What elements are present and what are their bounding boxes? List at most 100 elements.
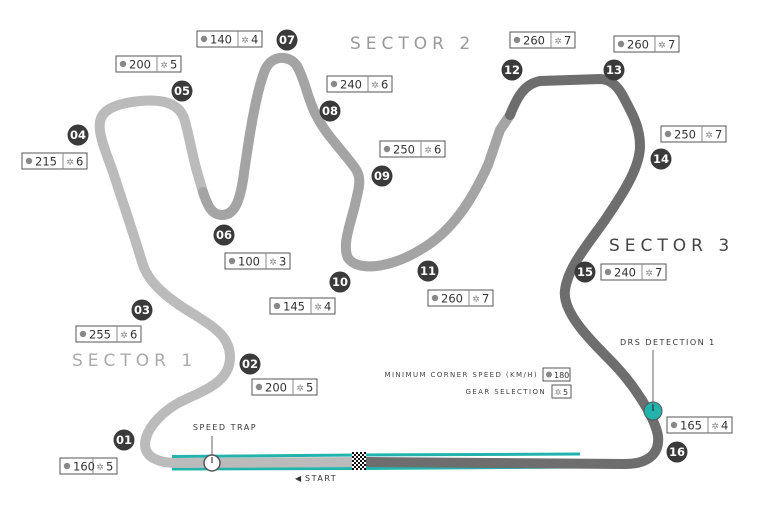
gear-icon: ✲ xyxy=(314,303,322,313)
corner-info-box xyxy=(251,378,318,396)
corner-marker xyxy=(417,260,439,282)
corner-marker xyxy=(171,80,193,102)
corner-marker xyxy=(239,353,261,375)
sector-2-label: SECTOR 2 xyxy=(350,34,475,54)
speed-icon xyxy=(63,462,71,470)
gear-icon: ✲ xyxy=(424,146,432,156)
corner-info-box xyxy=(666,416,733,434)
legend-speed-label: MINIMUM CORNER SPEED (KM/H) xyxy=(385,371,538,379)
corner-gear: 6 xyxy=(76,155,83,169)
corner-speed: 260 xyxy=(627,38,649,52)
corner-speed: 215 xyxy=(35,155,57,169)
sector-1-label: SECTOR 1 xyxy=(72,351,197,371)
corner-gear: 6 xyxy=(434,143,441,157)
corner-number: 10 xyxy=(332,275,348,289)
corner-number: 01 xyxy=(116,433,132,447)
gear-icon: ✲ xyxy=(296,384,304,394)
corner-info-box xyxy=(21,152,88,170)
corner-speed: 200 xyxy=(129,58,151,72)
corner-speed: 250 xyxy=(674,128,696,142)
corner-11: 260✲711 xyxy=(417,260,494,307)
gear-icon: ✲ xyxy=(658,41,666,51)
gear-icon: ✲ xyxy=(554,37,562,47)
corner-10: 145✲410 xyxy=(269,271,351,315)
gear-icon: ✲ xyxy=(120,331,128,341)
corner-speed: 100 xyxy=(238,255,260,269)
speed-icon xyxy=(617,40,625,48)
corner-marker xyxy=(650,148,672,170)
corner-gear: 7 xyxy=(715,128,722,142)
corner-gear: 7 xyxy=(564,34,571,48)
drs-detection-marker xyxy=(643,350,663,421)
corner-number: 08 xyxy=(322,104,338,118)
corner-speed: 160 xyxy=(73,460,95,474)
speed-icon xyxy=(228,257,236,265)
corner-13: 260✲713 xyxy=(603,35,680,81)
corner-02: 200✲502 xyxy=(239,353,318,396)
drs-zone-band-top xyxy=(171,452,581,458)
corner-marker xyxy=(666,441,688,463)
gear-icon: ✲ xyxy=(160,61,168,71)
speed-icon xyxy=(513,36,521,44)
corner-speed: 250 xyxy=(393,143,415,157)
corner-gear: 5 xyxy=(106,460,113,474)
corner-marker xyxy=(276,29,298,51)
corner-number: 03 xyxy=(134,303,150,317)
corner-marker xyxy=(501,59,523,81)
speed-icon xyxy=(255,383,263,391)
legend: MINIMUM CORNER SPEED (KM/H) 180 GEAR SEL… xyxy=(385,367,572,399)
gear-icon: ✲ xyxy=(711,422,719,432)
speed-icon xyxy=(273,302,281,310)
corner-speed: 165 xyxy=(680,419,702,433)
corner-number: 15 xyxy=(577,265,593,279)
corner-marker xyxy=(213,224,235,246)
corner-number: 05 xyxy=(174,84,190,98)
gear-icon: ✲ xyxy=(371,81,379,91)
corner-number: 09 xyxy=(374,169,390,183)
corner-info-box xyxy=(427,289,494,307)
corner-gear: 5 xyxy=(306,381,313,395)
corner-info-box xyxy=(660,125,727,143)
corner-15: 240✲715 xyxy=(574,261,667,283)
corner-01: 160✲501 xyxy=(59,429,135,475)
gear-icon: ✲ xyxy=(472,295,480,305)
gear-icon: ✲ xyxy=(241,36,249,46)
corner-number: 12 xyxy=(504,63,520,77)
corner-info-box xyxy=(115,55,182,73)
corner-marker xyxy=(113,429,135,451)
corner-speed: 255 xyxy=(89,328,111,342)
gear-icon: ✲ xyxy=(705,131,713,141)
corner-info-box xyxy=(600,263,667,281)
corner-info-box xyxy=(326,75,393,93)
corner-06: 100✲306 xyxy=(213,224,291,270)
speed-icon xyxy=(546,371,552,378)
corner-speed: 145 xyxy=(283,300,305,314)
speed-icon xyxy=(431,294,439,302)
track-sector-2 xyxy=(198,52,515,272)
corner-gear: 3 xyxy=(279,255,286,269)
corner-16: 165✲416 xyxy=(666,416,733,463)
corner-marker xyxy=(329,271,351,293)
corner-gear: 6 xyxy=(130,328,137,342)
corner-gear: 7 xyxy=(482,292,489,306)
corner-number: 02 xyxy=(242,357,258,371)
track-sector-1 xyxy=(94,95,365,468)
gear-icon: ✲ xyxy=(66,158,74,168)
speed-icon xyxy=(604,268,612,276)
corner-speed: 240 xyxy=(614,266,636,280)
speed-icon xyxy=(200,35,208,43)
corner-info-box xyxy=(59,457,118,475)
corner-info-box xyxy=(75,325,142,343)
corner-marker xyxy=(574,261,596,283)
corner-number: 06 xyxy=(216,228,232,242)
speed-trap-label: SPEED TRAP xyxy=(193,423,257,432)
corner-gear: 5 xyxy=(170,58,177,72)
speed-icon xyxy=(664,130,672,138)
corner-03: 255 ✲6 03 xyxy=(75,299,153,343)
start-label: START xyxy=(305,474,337,483)
corner-gear: 4 xyxy=(721,419,728,433)
corner-marker xyxy=(603,59,625,81)
speed-icon xyxy=(330,80,338,88)
corner-info-box xyxy=(613,35,680,53)
